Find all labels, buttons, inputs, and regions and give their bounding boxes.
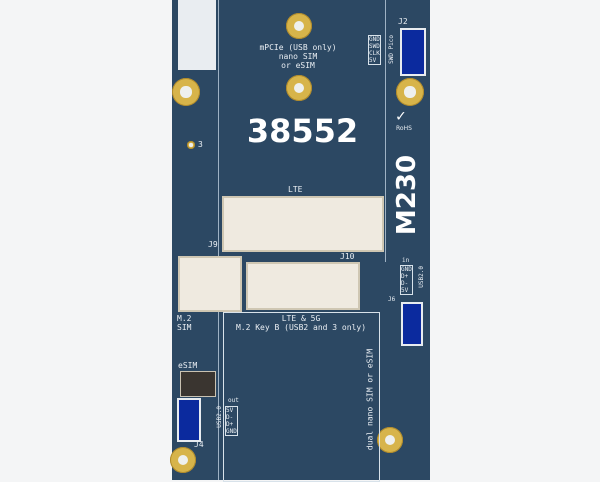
mounting-hole bbox=[377, 427, 403, 453]
lte-label: LTE bbox=[288, 185, 303, 194]
j9-label: J9 bbox=[208, 240, 218, 249]
j4-label: J4 bbox=[194, 440, 204, 449]
j6-label: J6 bbox=[388, 296, 396, 303]
esim-label: eSIM bbox=[178, 361, 198, 370]
mounting-hole bbox=[170, 447, 196, 473]
mpcie-label: mPCIe (USB only) nano SIM or eSIM bbox=[259, 43, 337, 70]
j6-connector bbox=[401, 302, 423, 346]
mounting-hole bbox=[172, 78, 200, 106]
silk-line-left bbox=[218, 0, 219, 480]
test-point-label: 3 bbox=[198, 140, 203, 149]
board-number: 38552 bbox=[246, 112, 359, 150]
j2-side-label: SWD Pico bbox=[388, 35, 395, 64]
silk-line-right bbox=[385, 0, 386, 262]
j2-pin-labels: GND SWD CLK 5V bbox=[368, 35, 381, 65]
mounting-hole bbox=[286, 13, 312, 39]
j6-side-label: USB2.0 bbox=[418, 266, 425, 288]
j10-m2-connector bbox=[246, 262, 360, 310]
j2-connector bbox=[400, 28, 426, 76]
white-cutout bbox=[178, 0, 216, 70]
m2-sim-holder bbox=[178, 256, 242, 312]
m2-module-outline bbox=[223, 312, 380, 482]
mounting-hole bbox=[396, 78, 424, 106]
j4-direction: out bbox=[228, 397, 239, 404]
j4-pin-labels: 5V D- D+ GND bbox=[225, 406, 238, 436]
j4-side-label: USB2.0 bbox=[216, 406, 223, 428]
j6-pin-labels: GND D+ D- 5V bbox=[400, 265, 413, 295]
dual-sim-label: dual nano SIM or eSIM bbox=[365, 348, 375, 451]
rohs-check-icon: ✓ bbox=[396, 106, 406, 125]
m2-sim-label: M.2 SIM bbox=[177, 314, 192, 332]
j4-connector bbox=[177, 398, 201, 442]
rohs-label: RoHS bbox=[396, 125, 412, 132]
j2-label: J2 bbox=[398, 17, 408, 26]
test-point bbox=[187, 141, 195, 149]
j6-direction: in bbox=[402, 257, 410, 264]
model-label: M230 bbox=[392, 154, 422, 236]
mounting-hole bbox=[286, 75, 312, 101]
lte5g-label: LTE & 5G M.2 Key B (USB2 and 3 only) bbox=[235, 314, 367, 332]
j10-label: J10 bbox=[340, 252, 355, 261]
esim-chip bbox=[180, 371, 216, 397]
lte-mpcie-connector bbox=[222, 196, 384, 252]
